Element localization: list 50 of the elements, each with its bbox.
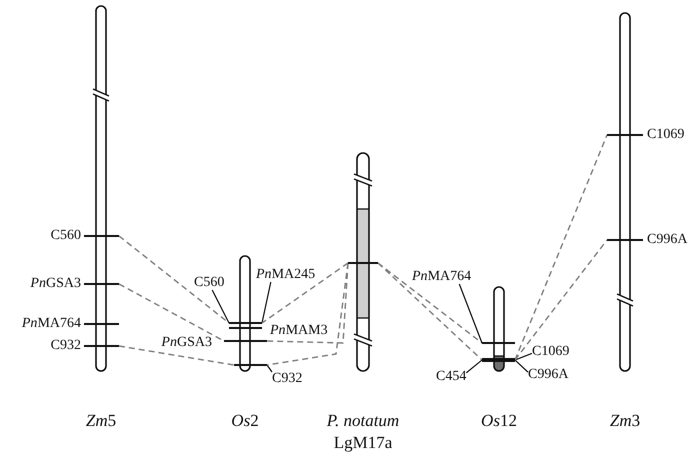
marker-tick xyxy=(224,340,267,342)
marker-label: PnMAM3 xyxy=(270,324,328,338)
dashed-connector xyxy=(118,283,224,342)
marker-tick xyxy=(229,322,262,324)
marker-label: PnGSA3 xyxy=(161,336,212,350)
leader-line xyxy=(212,290,230,324)
dashed-connector xyxy=(262,262,348,324)
chromosome-label: Zm3 xyxy=(610,412,640,429)
marker-label: PnMA245 xyxy=(256,268,316,282)
marker-label: C1069 xyxy=(647,128,684,142)
dashed-connector xyxy=(378,262,482,344)
marker-tick xyxy=(607,239,643,241)
marker-tick xyxy=(84,345,119,347)
marker-label: C996A xyxy=(647,233,688,247)
chromosome-label: Os12 xyxy=(481,412,517,429)
marker-tick xyxy=(607,134,643,136)
chromosome-label: P. notatum xyxy=(326,412,400,429)
dashed-connector xyxy=(266,262,349,366)
marker-tick xyxy=(229,327,262,329)
dashed-connector xyxy=(118,235,230,324)
marker-label: C996A xyxy=(528,368,568,382)
marker-label: PnMA764 xyxy=(22,317,81,331)
leader-line xyxy=(458,284,483,344)
marker-tick xyxy=(84,235,119,237)
dashed-connector xyxy=(378,262,482,361)
marker-label: C932 xyxy=(272,372,302,386)
chromosome-label: Os2 xyxy=(231,412,259,429)
marker-tick xyxy=(348,262,378,264)
marker-label: C560 xyxy=(50,229,81,243)
dashed-connector xyxy=(514,240,608,360)
marker-label: C932 xyxy=(50,339,81,353)
marker-tick xyxy=(482,358,515,362)
leader-line xyxy=(266,364,272,372)
marker-tick xyxy=(482,342,515,344)
leader-line xyxy=(514,360,528,373)
chromosome-label: LgM17a xyxy=(334,434,392,451)
marker-label: C454 xyxy=(436,370,466,384)
leader-line xyxy=(261,282,272,324)
marker-label: PnGSA3 xyxy=(30,277,81,291)
chromosome-label: Zm5 xyxy=(86,412,116,429)
dashed-connector xyxy=(118,345,234,366)
marker-tick xyxy=(84,323,119,325)
leader-line xyxy=(514,352,532,361)
marker-label: C1069 xyxy=(532,345,570,359)
leader-line xyxy=(466,360,482,374)
marker-tick xyxy=(234,364,267,366)
marker-label: C560 xyxy=(194,276,224,290)
marker-label: PnMA764 xyxy=(412,270,472,284)
dashed-connector xyxy=(514,134,608,360)
marker-tick xyxy=(84,283,119,285)
